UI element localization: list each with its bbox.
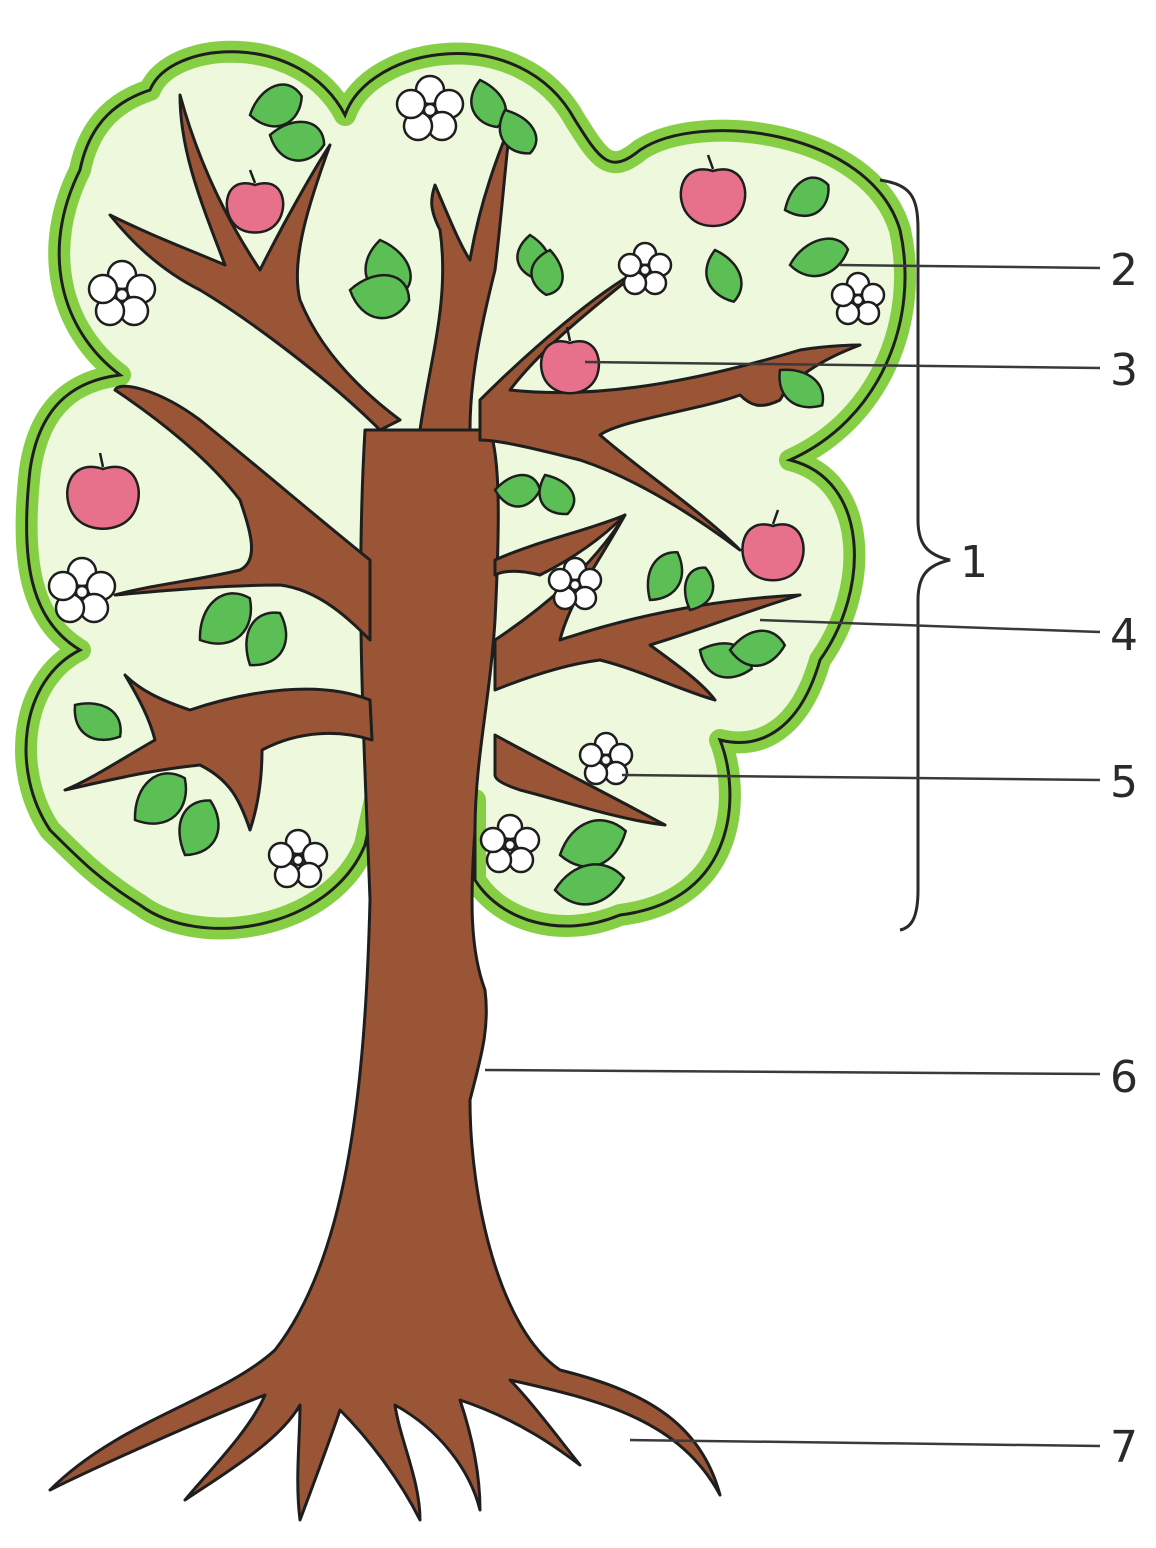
leader-line-root [630, 1440, 1100, 1446]
label-leaf: 2 [1110, 245, 1138, 296]
label-root: 7 [1110, 1422, 1138, 1473]
label-branch: 4 [1110, 610, 1138, 661]
label-fruit: 3 [1110, 345, 1138, 396]
labels: 1 2 3 4 5 6 7 [960, 245, 1138, 1473]
leader-line-trunk [485, 1070, 1100, 1074]
label-flower: 5 [1110, 757, 1138, 808]
label-crown: 1 [960, 537, 988, 588]
label-trunk: 6 [1110, 1052, 1138, 1103]
